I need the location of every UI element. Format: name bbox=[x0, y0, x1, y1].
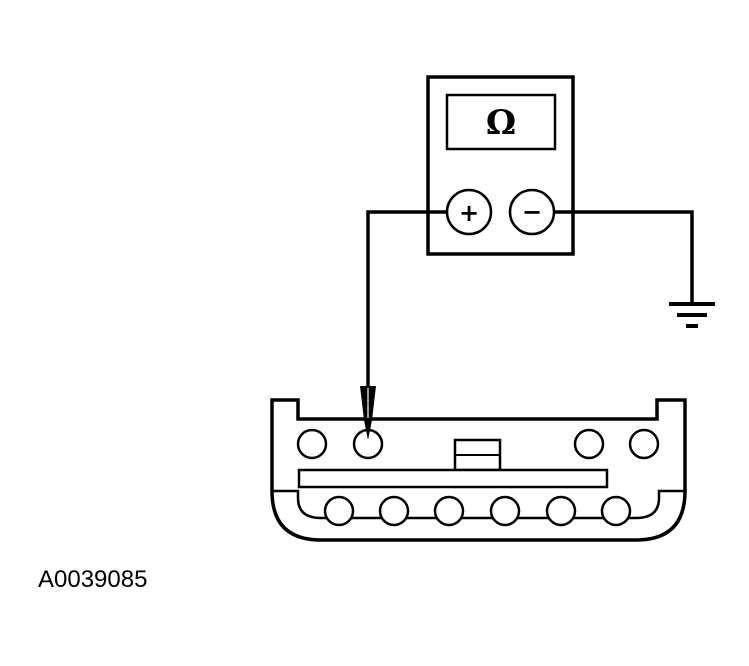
connector bbox=[270, 398, 687, 542]
ground-icon bbox=[669, 302, 715, 328]
connector-pin bbox=[296, 428, 328, 460]
negative-test-lead bbox=[554, 210, 694, 303]
negative-terminal: − bbox=[508, 188, 556, 236]
connector-pin bbox=[489, 495, 521, 527]
probe-tip-icon bbox=[360, 386, 376, 440]
positive-test-lead bbox=[366, 210, 447, 392]
multimeter: Ω + − bbox=[426, 75, 575, 256]
connector-pin bbox=[545, 495, 577, 527]
connector-inner-lip bbox=[272, 489, 685, 520]
connector-center-bar bbox=[297, 468, 609, 489]
positive-terminal-label: + bbox=[459, 199, 479, 227]
connector-pin bbox=[573, 428, 605, 460]
connector-pin bbox=[600, 495, 632, 527]
multimeter-display bbox=[445, 93, 557, 151]
connector-pin bbox=[323, 495, 355, 527]
connector-pin bbox=[628, 428, 660, 460]
ohm-symbol: Ω bbox=[486, 103, 516, 143]
connector-pin bbox=[378, 495, 410, 527]
negative-terminal-label: − bbox=[522, 198, 542, 226]
reference-code: A0039085 bbox=[38, 566, 148, 593]
connector-pin bbox=[433, 495, 465, 527]
positive-terminal: + bbox=[445, 188, 493, 236]
